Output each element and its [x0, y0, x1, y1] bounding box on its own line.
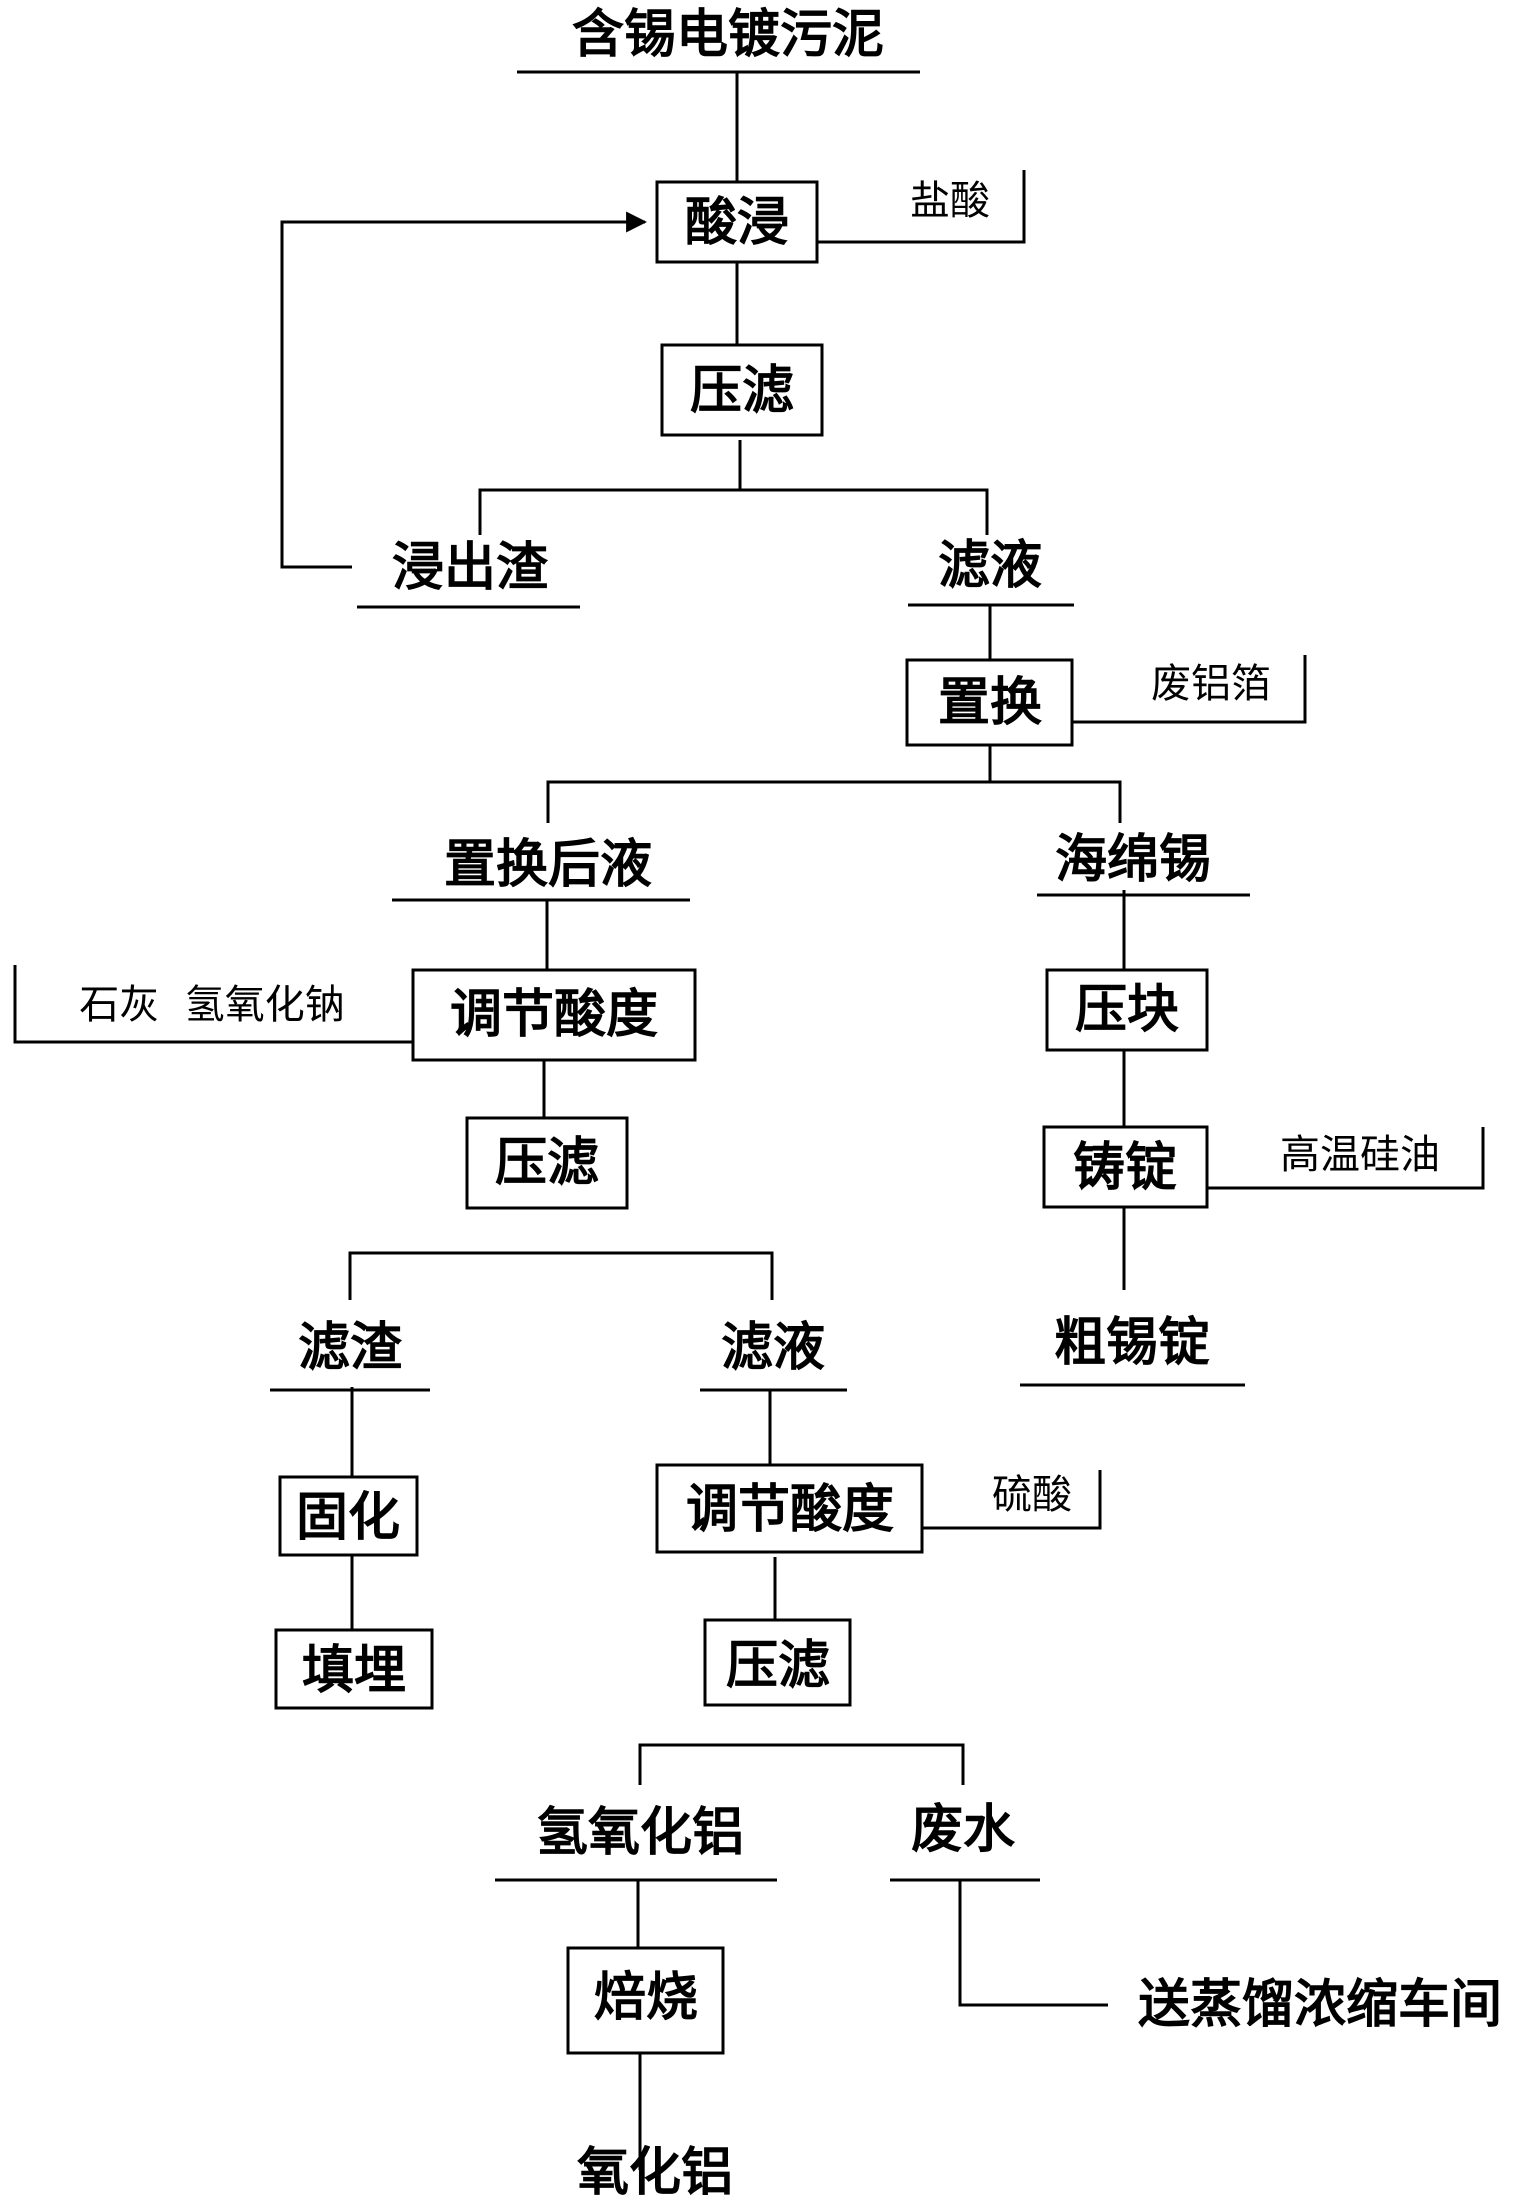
node-to-evaporation: 送蒸馏浓缩车间: [1138, 1974, 1502, 2035]
node-underlines: [270, 70, 1250, 1882]
node-aluminum-hydroxide: 氢氧化铝: [536, 1802, 744, 1863]
reagent-hydrochloric-acid: 盐酸: [910, 178, 990, 224]
process-boxes: [274, 180, 1209, 2055]
node-leach-residue: 浸出渣: [392, 537, 549, 598]
node-ingot-casting: 铸锭: [1073, 1137, 1177, 1198]
node-replacement: 置换: [938, 672, 1042, 733]
node-landfill: 填埋: [302, 1640, 406, 1701]
reagent-lime-naoh: 石灰 氢氧化钠: [79, 982, 344, 1028]
node-post-replacement-liquid: 置换后液: [444, 834, 652, 895]
reagent-waste-aluminum-foil: 废铝箔: [1151, 661, 1271, 707]
node-adjust-acidity-2: 调节酸度: [686, 1479, 894, 1540]
node-filtrate-2: 滤液: [721, 1317, 825, 1378]
node-filter-press-2: 压滤: [495, 1132, 599, 1193]
node-crude-tin-ingot: 粗锡锭: [1054, 1312, 1210, 1373]
node-adjust-acidity-1: 调节酸度: [450, 984, 658, 1045]
node-acid-leach: 酸浸: [685, 192, 789, 253]
node-filter-press-3: 压滤: [726, 1635, 830, 1696]
node-briquetting: 压块: [1075, 979, 1179, 1040]
node-source: 含锡电镀污泥: [572, 4, 884, 65]
node-filtrate-1: 滤液: [938, 535, 1042, 596]
node-alumina: 氧化铝: [577, 2142, 733, 2203]
node-filter-press-1: 压滤: [690, 360, 794, 421]
reagent-labels: 盐酸 废铝箔 石灰 氢氧化钠 高温硅油 硫酸: [79, 178, 1440, 1518]
node-filter-residue: 滤渣: [298, 1317, 403, 1378]
reagent-sulfuric-acid: 硫酸: [992, 1472, 1072, 1518]
node-solidification: 固化: [296, 1487, 400, 1548]
node-wastewater: 废水: [911, 1799, 1016, 1860]
connector-lines: [13, 72, 1485, 2170]
reagent-high-temp-silicone-oil: 高温硅油: [1280, 1132, 1440, 1178]
node-labels: 含锡电镀污泥 酸浸 压滤 浸出渣 滤液 置换 置换后液 海绵锡 调节酸度 压块 …: [296, 4, 1502, 2203]
node-roasting: 焙烧: [594, 1967, 698, 2028]
node-sponge-tin: 海绵锡: [1055, 829, 1211, 890]
